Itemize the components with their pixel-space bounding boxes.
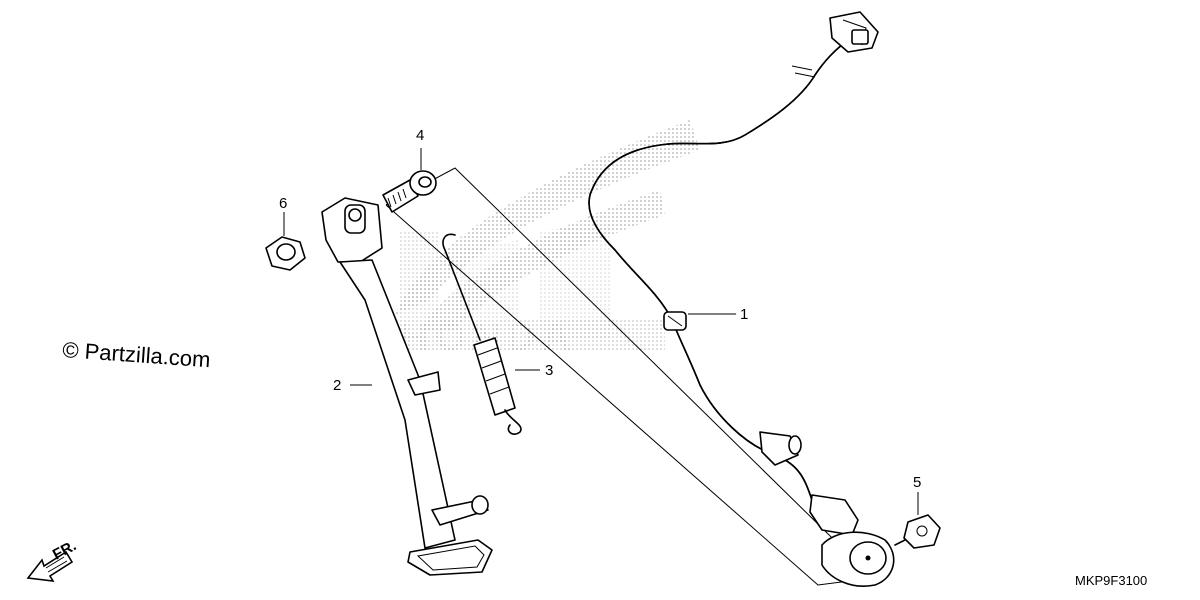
side-stand-switch-icon [809, 494, 895, 587]
side-stand-switch-harness [588, 11, 895, 587]
pivot-bolt-icon [382, 170, 437, 213]
leader-lines [283, 148, 919, 515]
callout-6: 6 [279, 195, 287, 212]
side-stand-spring-icon [442, 233, 522, 435]
side-stand [321, 197, 493, 576]
front-arrow-icon [26, 550, 74, 582]
harness-clip-icon [663, 311, 687, 331]
harness-clamp-icon [759, 431, 802, 466]
honda-wing-watermark-icon [395, 120, 700, 352]
callout-2: 2 [333, 377, 341, 394]
pivot-nut-icon [265, 236, 306, 271]
callout-1: 1 [740, 306, 748, 323]
diagram-code: MKP9F3100 [1075, 573, 1147, 588]
assembly-outline [385, 167, 875, 586]
harness-connector-icon [829, 11, 879, 53]
switch-bolt-icon [894, 514, 941, 549]
callout-5: 5 [913, 474, 921, 491]
callout-4: 4 [416, 127, 424, 144]
callout-3: 3 [545, 362, 553, 379]
copyright-text: © Partzilla.com [62, 337, 212, 372]
